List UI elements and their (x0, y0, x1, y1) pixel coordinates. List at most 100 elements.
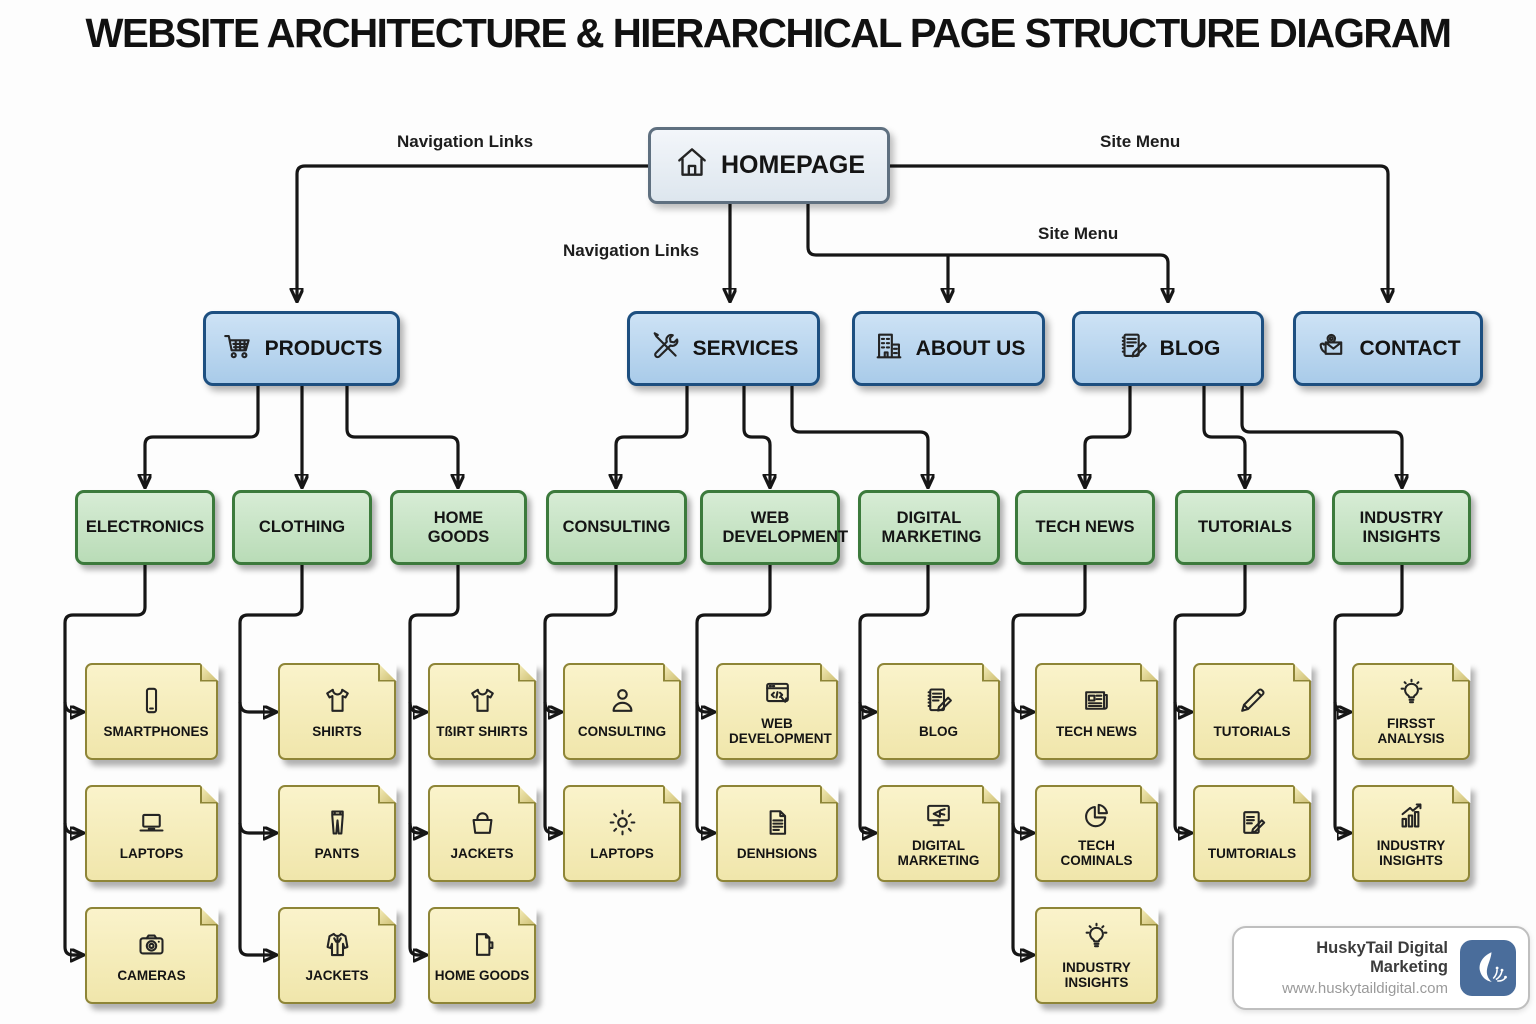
node-tutorials: TUTORIALS (1175, 490, 1315, 565)
node-industry-insights: INDUSTRY INSIGHTS (1332, 490, 1471, 565)
node-label: ABOUT US (915, 336, 1026, 360)
jacket-icon (321, 928, 354, 964)
leaf-pants: PANTS (278, 784, 397, 882)
node-label: CONSULTING (562, 518, 671, 537)
notepad-pencil-icon (922, 684, 955, 720)
notepad-pencil-icon (1116, 329, 1150, 369)
node-contact: CONTACT (1293, 311, 1483, 386)
leaf-industry-insights-bulb: INDUSTRY INSIGHTS (1035, 906, 1159, 1004)
leaf-label: JACKETS (450, 845, 514, 861)
node-label: HOME GOODS (427, 509, 490, 546)
leaf-label: SMARTPHONES (103, 723, 209, 739)
node-label: CONTACT (1359, 336, 1461, 360)
node-label: BLOG (1159, 336, 1221, 360)
diagram-title: WEBSITE ARCHITECTURE & HIERARCHICAL PAGE… (85, 10, 1452, 56)
leaf-shirts: SHIRTS (278, 662, 397, 760)
leaf-web-development: WEB DEVELOPMENT (716, 662, 839, 760)
edge-label-site-menu-top: Site Menu (1100, 132, 1181, 151)
node-digital-marketing: DIGITAL MARKETING (858, 490, 1000, 565)
leaf-label: LAPTOPS (119, 845, 184, 861)
leaf-label: TECH NEWS (1056, 723, 1137, 739)
huskytail-logo-icon (1460, 940, 1516, 996)
leaf-label: DIGITAL MARKETING (897, 837, 980, 869)
node-blog: BLOG (1072, 311, 1264, 386)
leaf-tutorials: TUTORIALS (1193, 662, 1312, 760)
leaf-label: JACKETS (305, 967, 369, 983)
leaf-blog: BLOG (877, 662, 1001, 760)
edge-label-navigation-links-top: Navigation Links (397, 132, 534, 151)
leaf-tshirt-shirts: TßIRT SHIRTS (428, 662, 537, 760)
leaf-label: TUTORIALS (1213, 723, 1291, 739)
node-label: SERVICES (692, 336, 799, 360)
leaf-label: CAMERAS (117, 967, 186, 983)
node-products: PRODUCTS (203, 311, 400, 386)
edge-label-site-menu-mid: Site Menu (1038, 224, 1119, 243)
leaf-tech-news: TECH NEWS (1035, 662, 1159, 760)
node-services: SERVICES (627, 311, 820, 386)
monitor-megaphone-icon (922, 799, 955, 835)
leaf-cameras: CAMERAS (85, 906, 219, 1004)
node-home-goods: HOME GOODS (390, 490, 527, 565)
node-label: ELECTRONICS (85, 518, 205, 537)
node-label: CLOTHING (258, 518, 346, 537)
node-tech-news: TECH NEWS (1015, 490, 1155, 565)
leaf-label: WEB DEVELOPMENT (729, 715, 832, 747)
leaf-label: HOME GOODS (434, 967, 530, 983)
node-label: TECH NEWS (1035, 518, 1135, 537)
node-electronics: ELECTRONICS (75, 490, 215, 565)
leaf-firsst-analysis: FIRSST ANALYSIS (1352, 662, 1471, 760)
leaf-label: TUMTORIALS (1207, 845, 1297, 861)
node-homepage: HOMEPAGE (648, 127, 890, 204)
leaf-jackets: JACKETS (278, 906, 397, 1004)
leaf-label: DENHSIONS (736, 845, 818, 861)
node-label: TUTORIALS (1197, 518, 1293, 537)
leaf-label: FIRSST ANALYSIS (1377, 715, 1445, 747)
phone-envelope-icon (1315, 329, 1349, 369)
node-label: DIGITAL MARKETING (881, 509, 982, 546)
leaf-industry-insights-chart: INDUSTRY INSIGHTS (1352, 784, 1471, 882)
node-clothing: CLOTHING (232, 490, 372, 565)
leaf-laptops-gear: LAPTOPS (563, 784, 682, 882)
pages-icon (466, 928, 499, 964)
leaf-label: PANTS (314, 845, 360, 861)
document-icon (761, 806, 794, 842)
browser-code-icon (761, 677, 794, 713)
brand-badge: HuskyTail Digital Marketing www.huskytai… (1232, 926, 1530, 1010)
brand-text-block: HuskyTail Digital Marketing www.huskytai… (1246, 939, 1448, 997)
leaf-home-goods: HOME GOODS (428, 906, 537, 1004)
lightbulb-icon (1395, 677, 1428, 713)
leaf-consulting: CONSULTING (563, 662, 682, 760)
node-label: HOMEPAGE (721, 151, 865, 179)
handbag-icon (466, 806, 499, 842)
leaf-label: CONSULTING (577, 723, 667, 739)
leaf-tumtorials: TUMTORIALS (1193, 784, 1312, 882)
newspaper-icon (1080, 684, 1113, 720)
leaf-smartphones: SMARTPHONES (85, 662, 219, 760)
brand-url: www.huskytaildigital.com (1282, 980, 1448, 997)
leaf-label: INDUSTRY INSIGHTS (1062, 959, 1131, 991)
node-consulting: CONSULTING (546, 490, 687, 565)
shopping-cart-icon (221, 329, 255, 369)
leaf-digital-marketing: DIGITAL MARKETING (877, 784, 1001, 882)
node-label: INDUSTRY INSIGHTS (1359, 509, 1444, 546)
building-icon (872, 329, 906, 369)
pencil-icon (1236, 684, 1269, 720)
leaf-tech-cominals: TECH COMINALS (1035, 784, 1159, 882)
leaf-denhsions: DENHSIONS (716, 784, 839, 882)
node-about-us: ABOUT US (852, 311, 1045, 386)
gear-icon (606, 806, 639, 842)
tools-icon (649, 329, 683, 369)
tshirt-icon (321, 684, 354, 720)
leaf-label: INDUSTRY INSIGHTS (1376, 837, 1446, 869)
bar-chart-up-icon (1395, 799, 1428, 835)
node-label: PRODUCTS (264, 336, 383, 360)
document-pencil-icon (1236, 806, 1269, 842)
pants-icon (321, 806, 354, 842)
pie-chart-icon (1080, 799, 1113, 835)
leaf-label: TECH COMINALS (1060, 837, 1133, 869)
edge-label-navigation-links-mid: Navigation Links (563, 241, 700, 260)
leaf-label: TßIRT SHIRTS (436, 723, 528, 739)
node-web-development: WEB DEVELOPMENT (700, 490, 848, 565)
camera-icon (135, 928, 168, 964)
